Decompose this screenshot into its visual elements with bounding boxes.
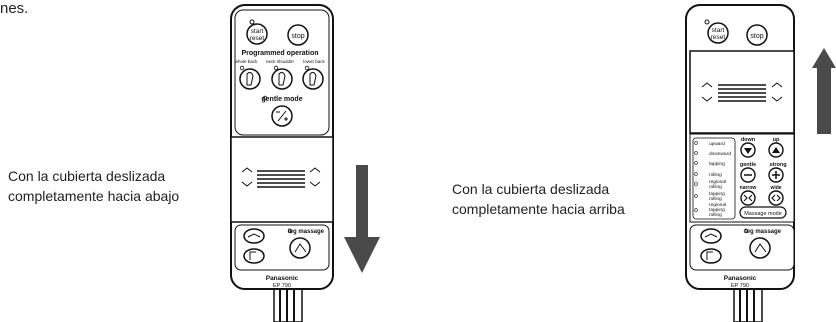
mode-tapping: tapping [709, 161, 725, 167]
grip-lines-icon [701, 82, 783, 102]
brand-label: Panasonic [266, 275, 299, 282]
arrow-down-icon [344, 165, 380, 273]
sliding-cover[interactable] [689, 50, 795, 134]
gentle-mode-label: gentle mode [261, 96, 302, 103]
strong-label: strong [769, 162, 786, 168]
model-label: EP 790 [731, 283, 749, 289]
stop-button[interactable]: stop [746, 24, 768, 46]
caption-line: completamente hacia arriba [452, 201, 625, 217]
start-reset-label: reset [711, 34, 726, 41]
seat-icon [246, 71, 254, 86]
mode-regional-rolling: regional [709, 179, 726, 185]
start-reset-label: start [251, 28, 264, 35]
programmed-operation-title: Programmed operation [241, 50, 318, 57]
massage-mode-button[interactable]: Massage mode [739, 206, 787, 219]
minus-plus-icon [276, 110, 288, 122]
top-text-fragment: nes. [0, 0, 29, 17]
model-label: EP 790 [273, 283, 291, 289]
leg-massage-label: leg massage [745, 229, 782, 235]
sliding-cover[interactable] [230, 136, 334, 223]
gentle-button[interactable] [740, 167, 756, 183]
stop-label: stop [750, 33, 763, 40]
remote-cover-up: start reset stop upward downward tapping… [685, 4, 795, 322]
mode-tapping-rolling: rolling [709, 196, 722, 202]
start-reset-button[interactable]: start reset [246, 19, 268, 45]
seat-icon [309, 71, 317, 86]
narrow-icon [743, 194, 753, 202]
up-button[interactable] [768, 142, 784, 158]
caption-cover-down: Con la cubierta deslizada completamente … [8, 166, 179, 206]
remote-cord [273, 285, 303, 322]
lower-back-label: lower back [303, 59, 325, 64]
mode-list: upward downward tapping rolling regional… [694, 141, 731, 218]
narrow-button[interactable] [740, 190, 756, 206]
neck-shoulder-label: neck shoulder [266, 59, 295, 64]
caption-line: completamente hacia abajo [8, 188, 180, 204]
lower-back-button[interactable] [302, 65, 324, 90]
foot-button-top[interactable] [700, 228, 722, 244]
whole-back-button[interactable] [239, 65, 261, 90]
stop-button[interactable]: stop [287, 24, 309, 46]
arrow-up-icon [812, 48, 836, 134]
mode-regional-tapping-rolling: tapping [709, 207, 725, 213]
leg-icon [294, 243, 307, 253]
mode-rolling: rolling [709, 172, 722, 178]
narrow-label: narrow [740, 185, 757, 191]
start-reset-label: reset [250, 35, 265, 42]
gentle-label: gentle [740, 162, 756, 168]
wide-label: wide [769, 185, 781, 191]
wide-button[interactable] [768, 190, 784, 206]
start-reset-label: start [712, 27, 725, 34]
caption-line: Con la cubierta deslizada [452, 181, 610, 197]
mode-downward: downward [709, 151, 731, 157]
mode-upward: upward [709, 141, 725, 147]
massage-mode-label: Massage mode [744, 211, 782, 217]
leg-massage-label: leg massage [288, 229, 325, 235]
strong-button[interactable] [768, 167, 784, 183]
mode-regional-rolling: rolling [709, 184, 722, 190]
leg-massage-button[interactable] [749, 237, 771, 259]
remote-cord [733, 285, 763, 322]
leg-massage-button[interactable] [289, 237, 311, 259]
whole-back-label: whole back [235, 59, 258, 64]
mode-regional-tapping-rolling: rolling [709, 212, 722, 218]
mode-tapping-rolling: tapping [709, 191, 725, 197]
remote-cover-down: start reset stop Programmed operation wh… [230, 4, 334, 322]
footrest-icon [704, 233, 718, 238]
brand-label: Panasonic [724, 275, 757, 282]
triangle-up-icon [772, 147, 780, 153]
footrest-icon [706, 251, 713, 260]
wide-icon [771, 194, 781, 202]
seat-icon [278, 71, 286, 86]
down-button[interactable] [740, 142, 756, 158]
footrest-icon [249, 251, 256, 260]
down-label: down [741, 137, 756, 143]
foot-button-bottom[interactable] [243, 248, 265, 264]
leg-icon [754, 243, 767, 253]
caption-line: Con la cubierta deslizada [8, 168, 166, 184]
foot-button-top[interactable] [243, 228, 265, 244]
mode-regional-tapping-rolling: regional [709, 202, 726, 208]
caption-cover-up: Con la cubierta deslizada completamente … [452, 179, 625, 219]
neck-shoulder-button[interactable] [271, 65, 293, 90]
grip-lines-icon [241, 167, 321, 188]
stop-label: stop [291, 33, 304, 40]
triangle-down-icon [744, 148, 752, 154]
start-reset-button[interactable]: start reset [704, 19, 729, 44]
footrest-icon [247, 233, 261, 238]
gentle-mode-button[interactable] [271, 105, 293, 127]
mode-list-box [692, 137, 736, 220]
up-label: up [773, 137, 780, 143]
foot-button-bottom[interactable] [700, 248, 722, 264]
